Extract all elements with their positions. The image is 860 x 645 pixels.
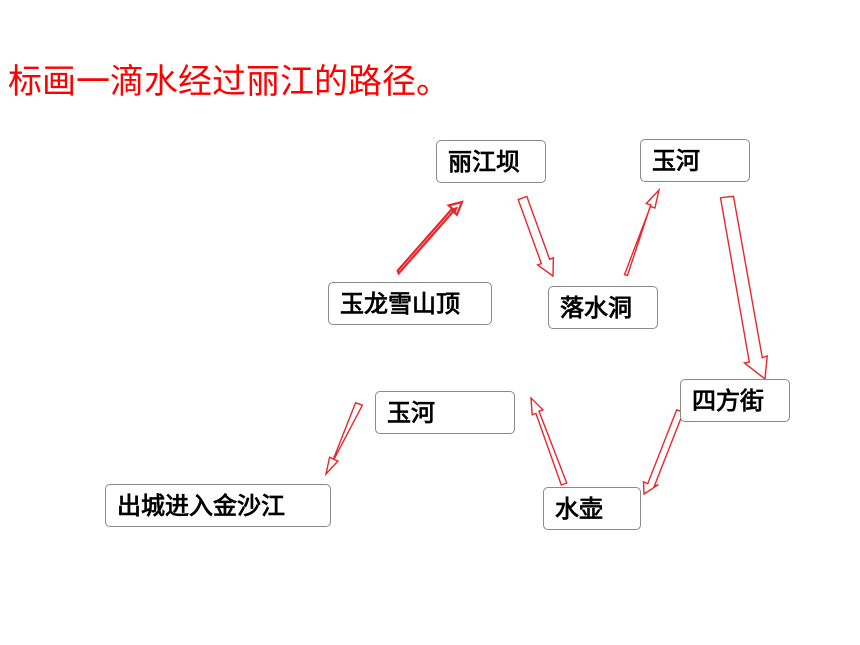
node-luoshuidong: 落水洞 [548, 286, 658, 329]
arrow-sifangjie-to-shuihu [642, 408, 685, 496]
arrow-yuhe-top-to-sifangjie [719, 195, 769, 381]
node-sifangjie: 四方街 [680, 379, 790, 422]
arrow-luoshuidong-to-yuhe-top [623, 187, 661, 277]
node-yuhe-top: 玉河 [640, 139, 750, 182]
arrow-yuhe-mid-to-chucheng [324, 401, 364, 477]
node-lijiangba: 丽江坝 [436, 140, 546, 183]
arrow-yulong-to-lijiangba [396, 200, 464, 276]
node-yuhe-mid: 玉河 [375, 391, 515, 434]
node-yulongxueshan: 玉龙雪山顶 [328, 282, 492, 325]
arrow-shuihu-to-yuhe-mid [530, 396, 568, 486]
node-chucheng: 出城进入金沙江 [105, 484, 331, 527]
node-shuihu: 水壶 [543, 487, 641, 530]
arrow-lijiangba-to-luoshuidong [517, 195, 555, 278]
page-title: 标画一滴水经过丽江的路径。 [8, 62, 450, 102]
